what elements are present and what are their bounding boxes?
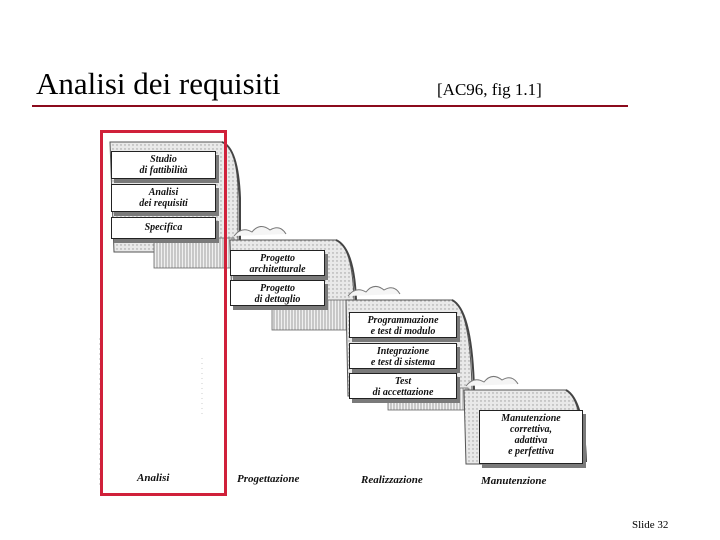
box-manutenzione: Manutenzione correttiva, adattiva e perf…: [479, 410, 583, 464]
phase-label-analisi: Analisi: [137, 472, 170, 484]
box-progetto-architetturale: Progetto architetturale: [230, 250, 325, 276]
phase-label-progettazione: Progettazione: [237, 473, 300, 485]
slide-number: Slide 32: [632, 519, 669, 531]
box-test-accettazione: Test di accettazione: [349, 373, 457, 399]
slide-title: Analisi dei requisiti: [36, 66, 281, 101]
box-progetto-dettaglio: Progetto di dettaglio: [230, 280, 325, 306]
phase-label-realizzazione: Realizzazione: [361, 474, 423, 486]
box-programmazione-test-modulo: Programmazione e test di modulo: [349, 312, 457, 338]
figure-reference: [AC96, fig 1.1]: [437, 80, 542, 99]
analisi-highlight-frame: [100, 130, 227, 496]
box-specifica: Specifica: [111, 217, 216, 239]
title-underline: [32, 105, 628, 107]
phase-label-manutenzione: Manutenzione: [481, 475, 547, 487]
box-integrazione-test-sistema: Integrazione e test di sistema: [349, 343, 457, 369]
box-studio-fattibilita: Studio di fattibilità: [111, 151, 216, 179]
box-analisi-requisiti: Analisi dei requisiti: [111, 184, 216, 212]
